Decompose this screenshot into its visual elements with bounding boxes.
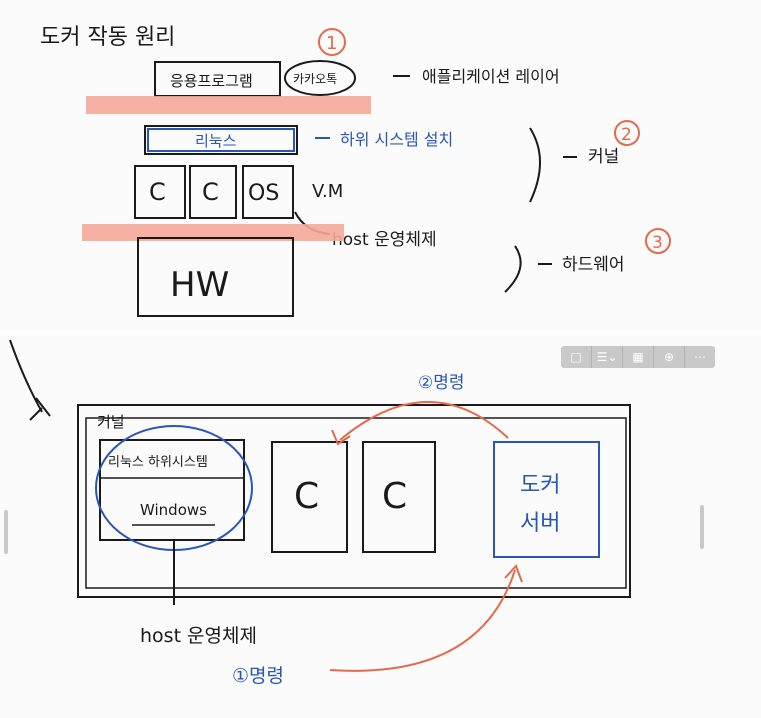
container-box-1 [134,165,186,219]
container-2-label: C [202,178,219,206]
container-bottom-1-label: C [294,476,319,517]
command-2-arrow [339,401,509,441]
host-os-label-bottom: host 운영체제 [140,625,257,647]
os-label: OS [248,181,279,206]
number-1-label: 1 [326,33,337,54]
number-3-label: 3 [652,233,663,253]
kernel-inner-box [85,417,627,589]
number-2-label: 2 [621,125,632,145]
highlight-bar-bottom [82,224,344,241]
application-layer-label: 애플리케이션 레이어 [422,67,560,86]
hw-label: HW [170,265,229,305]
command-2-label: ②명령 [418,373,465,393]
right-scroll-handle[interactable] [700,505,704,549]
windows-host-box [99,439,245,541]
kernel-bracket [529,127,541,203]
windows-circle-highlight [95,425,253,551]
more-icon[interactable]: ⋯ [694,350,706,364]
highlight-bar-top [86,96,371,114]
container-box-2 [189,165,237,219]
hardware-box [137,237,294,317]
os-box [242,165,294,219]
container-box-bottom-1 [271,441,348,553]
vm-label: V.M [312,181,343,202]
docker-label-line1: 도커 [520,473,560,498]
left-scroll-handle[interactable] [4,510,8,554]
text-select-icon[interactable]: ☰⌄ [592,346,623,368]
linux-label: 리눅스 [195,132,237,150]
circled-number-2 [614,120,640,146]
kernel-label: 커널 [588,147,619,167]
linux-box [144,125,298,155]
download-icon[interactable]: ⊕ [654,346,685,368]
container-bottom-2-label: C [382,476,407,517]
highlight-icon[interactable]: ▦ [623,346,654,368]
diagram-title: 도커 작동 원리 [40,25,175,50]
kernel-label-bottom: 커널 [97,413,125,431]
circled-number-1 [318,28,346,56]
bottom-drawing-panel [0,336,761,718]
docker-label-line2: 서버 [520,511,560,536]
linux-box-highlight [147,128,295,152]
container-1-label: C [149,178,166,206]
kakaotalk-oval [284,60,356,96]
docker-server-box [493,441,600,558]
kernel-outer-box [77,404,631,598]
command-1-arrow [329,569,516,672]
windows-label: Windows [140,501,207,519]
sub-system-label: 하위 시스템 설치 [340,130,453,149]
circled-number-3 [645,228,671,254]
container-box-bottom-2 [362,441,436,553]
comment-icon[interactable]: □ [561,346,592,368]
hardware-bracket [504,245,522,293]
kakaotalk-label: 카카오톡 [293,72,337,86]
top-drawing-panel [0,0,761,330]
viewer-toolbar: □ ☰⌄ ▦ ⊕ ⋯ [561,346,715,368]
host-os-label-top: host 운영체제 [332,230,437,250]
application-box-label: 응용프로그램 [170,72,253,90]
command-1-label: ①명령 [232,665,284,687]
hardware-label: 하드웨어 [562,255,625,275]
linux-subsystem-label: 리눅스 하위시스템 [108,455,208,470]
